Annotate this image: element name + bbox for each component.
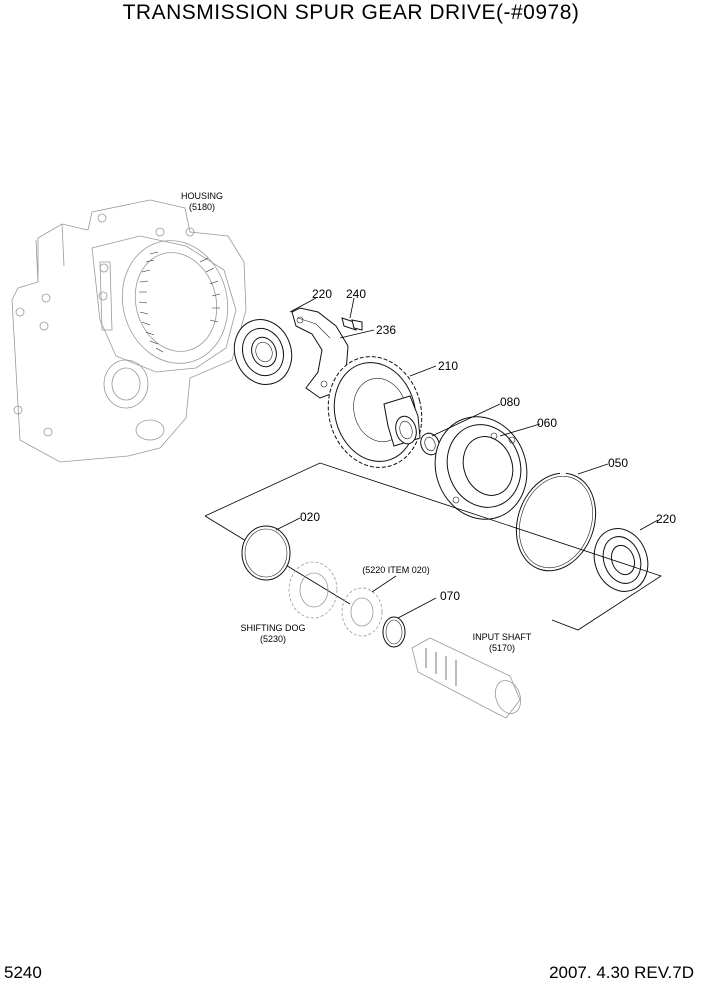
housing-ref: (5180) (189, 202, 215, 212)
snap-ring-020 (241, 525, 291, 581)
leader-lines (275, 297, 659, 619)
input-shaft (411, 637, 522, 719)
guide-plate-220 (291, 307, 349, 399)
shifting-dog-ref: (5230) (260, 634, 286, 644)
callout-060: 060 (537, 416, 557, 430)
shifting-dog-label: SHIFTING DOG (241, 623, 306, 633)
snap-ring-070 (382, 616, 406, 648)
snap-ring-050 (515, 470, 597, 572)
input-shaft-label: INPUT SHAFT (473, 632, 532, 642)
callout-080: 080 (500, 395, 520, 409)
item-ref-label: (5220 ITEM 020) (362, 565, 430, 575)
housing-label: HOUSING (181, 191, 223, 201)
callout-236: 236 (376, 323, 396, 337)
callout-220-lower: 220 (656, 512, 676, 526)
housing-drawing (11, 199, 247, 463)
revision-date: 2007. 4.30 REV.7D (549, 963, 694, 982)
page-number: 5240 (4, 963, 42, 982)
callout-240: 240 (346, 287, 366, 301)
callout-070: 070 (440, 589, 460, 603)
bolt-240 (341, 317, 363, 331)
bearing-220-lower (593, 528, 649, 592)
callout-210: 210 (438, 359, 458, 373)
callout-020: 020 (300, 510, 320, 524)
gear-5220 (341, 587, 383, 637)
sleeve-080 (420, 432, 440, 456)
callout-050: 050 (608, 456, 628, 470)
shifting-dog (288, 561, 338, 619)
input-shaft-ref: (5170) (489, 643, 515, 653)
bearing-220-upper (233, 319, 293, 385)
page-title: TRANSMISSION SPUR GEAR DRIVE(-#0978) (122, 1, 580, 24)
spur-gear-210 (327, 356, 423, 468)
cover-060 (434, 416, 528, 520)
callout-220-upper: 220 (312, 287, 332, 301)
